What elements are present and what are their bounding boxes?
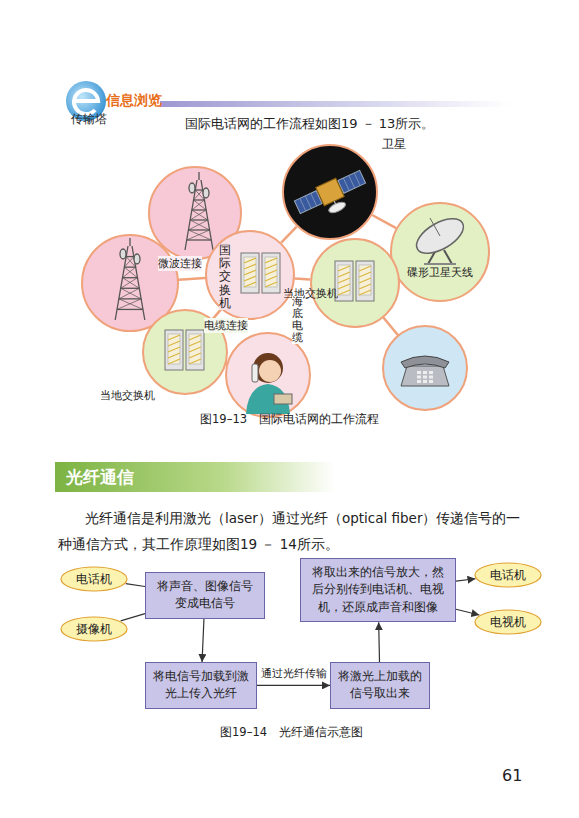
process-box: 将声音、图像信号变成电信号 — [145, 572, 265, 619]
intro-text: 国际电话网的工作流程如图19 － 13所示。 — [185, 115, 434, 133]
flow-arrow — [456, 609, 479, 615]
logo-e — [74, 90, 98, 114]
satellite-circle: 卫星 — [282, 144, 378, 240]
process-box: 将电信号加载到激光上传入光纤 — [145, 662, 257, 709]
flow-arrow — [257, 685, 330, 686]
tower-icon — [185, 172, 213, 250]
circle-shape — [390, 202, 490, 302]
node-text: 将激光上加载的信号取出来 — [338, 668, 422, 703]
section-heading: 光纤通信 — [66, 466, 134, 489]
node-text: 摄像机 — [76, 621, 112, 638]
link-line — [281, 227, 296, 243]
caller-circle — [226, 333, 310, 417]
link-label: 微波连接 — [158, 256, 202, 271]
dish-icon — [411, 212, 469, 268]
link-label: 电缆连接 — [204, 318, 248, 333]
telephone-circle — [383, 326, 467, 410]
exchange-circle: 当地交换机 — [310, 238, 400, 328]
figure-caption: 图19–14 光纤通信示意图 — [220, 725, 363, 740]
device-ellipse: 摄像机 — [60, 616, 128, 642]
node-text: 当地交换机 — [100, 388, 155, 403]
logo-text: 信息浏览 — [106, 92, 162, 110]
page-number: 61 — [502, 766, 522, 785]
flow-arrow — [121, 614, 145, 621]
flow-arrow — [456, 579, 475, 581]
tower-icon — [115, 238, 145, 320]
flow-arrow — [378, 622, 380, 662]
process-box: 将激光上加载的信号取出来 — [330, 662, 430, 709]
edge-label: 通过光纤传输 — [260, 666, 328, 681]
circle-shape — [310, 238, 400, 328]
link-label: 海底电缆 — [292, 296, 303, 344]
telephone-icon — [401, 356, 449, 386]
node-text: 将电信号加载到激光上传入光纤 — [153, 668, 249, 703]
node-text: 传输塔 — [71, 111, 107, 128]
caller-icon — [246, 353, 292, 414]
dish-circle: 碟形卫星天线 — [390, 202, 490, 302]
node-text: 卫星 — [382, 136, 406, 153]
device-ellipse: 电话机 — [60, 566, 128, 592]
node-text: 电视机 — [490, 614, 526, 631]
section-band — [55, 462, 335, 492]
exchange-icon — [241, 253, 280, 293]
link-line — [372, 215, 396, 228]
link-line — [295, 278, 310, 279]
device-ellipse: 电视机 — [474, 609, 542, 635]
node-text: 国际交换机 — [219, 244, 231, 310]
satellite-icon — [293, 168, 371, 227]
body-paragraph: 光纤通信是利用激光（laser）通过光纤（optical fiber）传递信号的… — [58, 505, 528, 557]
exchange-icon — [335, 261, 374, 301]
exchange-circle: 国际交换机 — [205, 230, 295, 320]
flow-arrow — [126, 584, 145, 587]
figure-caption: 图19–13 国际电话网的工作流程 — [200, 412, 379, 427]
node-text: 将声音、图像信号变成电信号 — [153, 578, 257, 613]
circle-shape — [282, 144, 378, 240]
device-ellipse: 电话机 — [474, 562, 542, 588]
node-text: 电话机 — [76, 571, 112, 588]
exchange-icon — [165, 330, 204, 370]
header-rule — [160, 101, 510, 107]
node-text: 电话机 — [490, 567, 526, 584]
node-text: 碟形卫星天线 — [407, 265, 473, 280]
flow-arrow — [202, 619, 204, 662]
process-box: 将取出来的信号放大，然后分别传到电话机、电视机，还原成声音和图像 — [300, 558, 456, 622]
node-text: 将取出来的信号放大，然后分别传到电话机、电视机，还原成声音和图像 — [308, 564, 448, 616]
